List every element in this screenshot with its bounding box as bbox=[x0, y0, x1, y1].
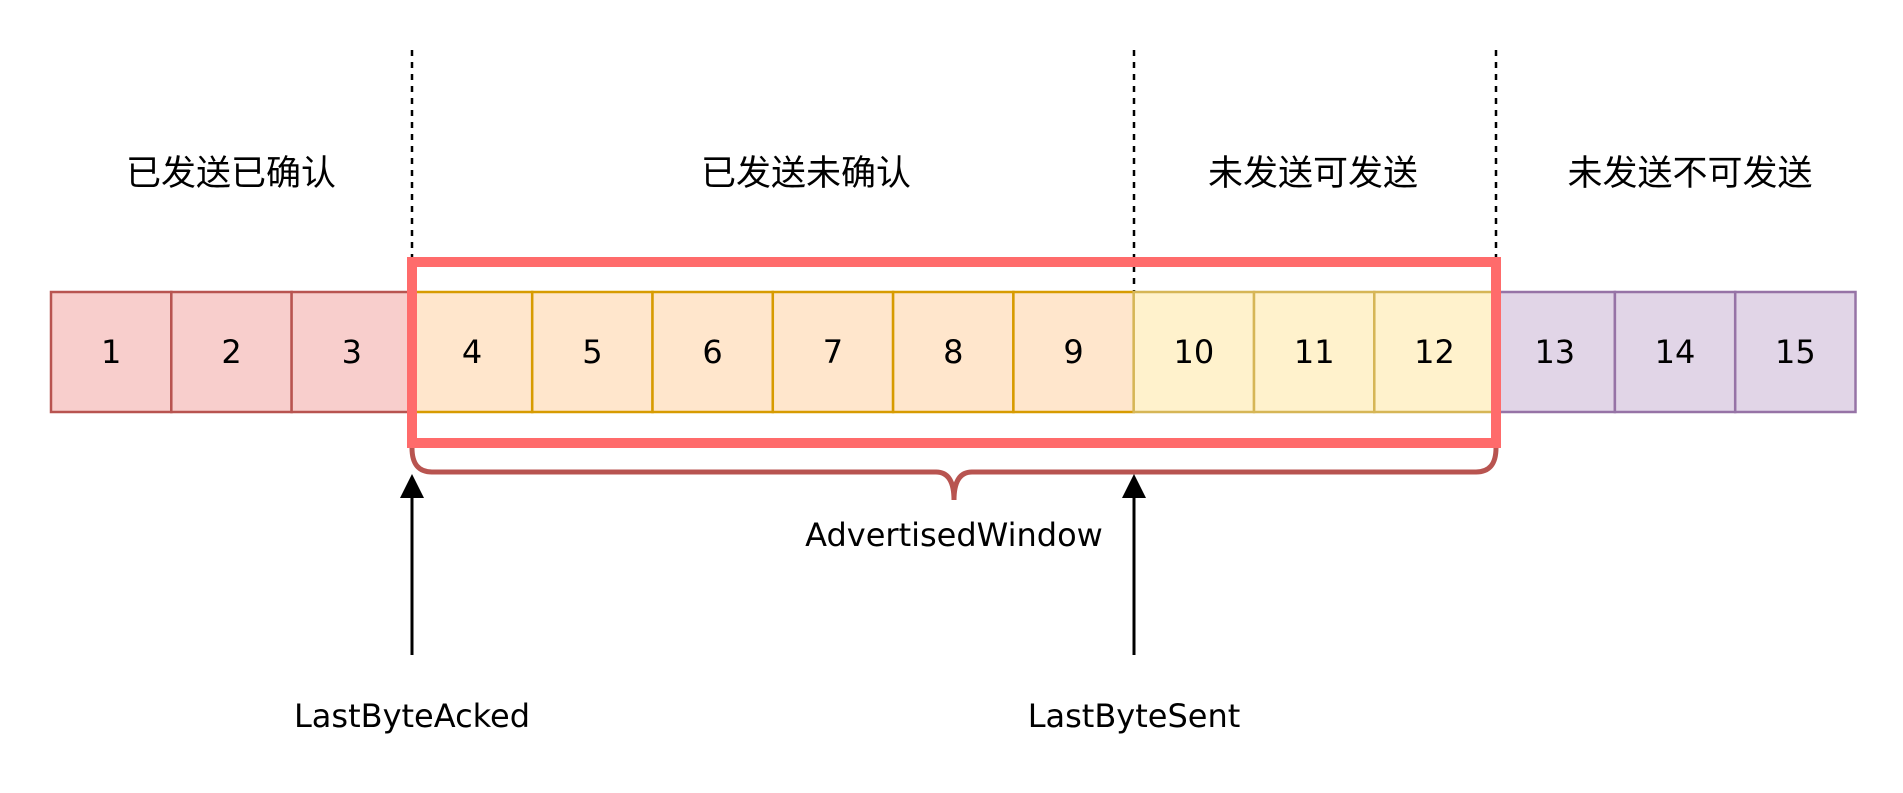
last-byte-acked-pointer bbox=[400, 474, 424, 655]
byte-cell-12 bbox=[1373, 290, 1496, 414]
region-label-sent-acked: 已发送已确认 bbox=[126, 154, 336, 194]
region-dividers bbox=[410, 50, 1498, 292]
region-label-sent-unacked: 已发送未确认 bbox=[701, 154, 911, 194]
byte-cell-10 bbox=[1132, 290, 1256, 414]
byte-cell-label-13: 13 bbox=[1534, 333, 1575, 371]
byte-cell-label-7: 7 bbox=[823, 333, 843, 371]
byte-cell-label-8: 8 bbox=[943, 333, 963, 371]
byte-cell-label-5: 5 bbox=[582, 333, 602, 371]
byte-cell-label-9: 9 bbox=[1063, 333, 1083, 371]
byte-cell-label-15: 15 bbox=[1775, 333, 1816, 371]
last-byte-acked-label: LastByteAcked bbox=[294, 697, 530, 735]
byte-cell-15 bbox=[1733, 290, 1857, 414]
byte-cell-label-1: 1 bbox=[101, 333, 121, 371]
advertised-window-brace bbox=[409, 447, 1499, 501]
byte-cell-label-6: 6 bbox=[702, 333, 722, 371]
last-byte-acked-arrowhead bbox=[400, 474, 424, 498]
byte-cell-label-11: 11 bbox=[1294, 333, 1335, 371]
byte-cell-14 bbox=[1613, 290, 1737, 414]
byte-cell-2 bbox=[170, 290, 293, 414]
byte-cell-label-10: 10 bbox=[1174, 333, 1215, 371]
byte-cell-label-14: 14 bbox=[1655, 333, 1696, 371]
byte-cell-6 bbox=[651, 290, 775, 414]
byte-cell-label-2: 2 bbox=[221, 333, 241, 371]
byte-cell-3 bbox=[290, 290, 414, 414]
byte-cell-11 bbox=[1252, 290, 1376, 414]
last-byte-sent-pointer bbox=[1122, 474, 1146, 655]
region-label-not-sendable: 未发送不可发送 bbox=[1567, 154, 1812, 194]
byte-cell-9 bbox=[1012, 290, 1135, 414]
region-label-sendable: 未发送可发送 bbox=[1208, 154, 1418, 194]
byte-cell-label-4: 4 bbox=[462, 333, 482, 371]
byte-cell-1 bbox=[49, 290, 173, 414]
byte-cell-label-3: 3 bbox=[342, 333, 362, 371]
byte-cell-7 bbox=[771, 290, 895, 414]
byte-cell-label-12: 12 bbox=[1414, 333, 1455, 371]
last-byte-sent-arrowhead bbox=[1122, 474, 1146, 498]
send-window-frame bbox=[407, 257, 1501, 448]
advertised-window-label: AdvertisedWindow bbox=[805, 516, 1103, 554]
byte-cell-8 bbox=[891, 290, 1015, 414]
last-byte-sent-label: LastByteSent bbox=[1028, 697, 1241, 735]
